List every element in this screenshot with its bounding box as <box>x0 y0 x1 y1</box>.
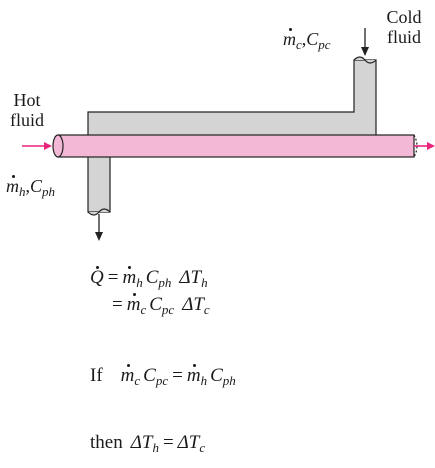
cold-comma: , <box>301 29 307 49</box>
cold-fluid-label-line1: Cold <box>386 7 422 27</box>
hot-specific-heat-symbol: C <box>210 365 223 386</box>
cold-specific-heat-symbol: C <box>149 294 162 315</box>
cold-mass-flow-subscript: c <box>140 302 147 317</box>
hot-mass-flow-subscript: h <box>19 184 26 199</box>
cold-specific-heat-symbol: C <box>306 29 319 49</box>
equals-sign: = <box>172 365 183 386</box>
hot-delta-t-subscript: h <box>152 440 159 455</box>
cold-specific-heat-subscript: pc <box>155 373 169 388</box>
hot-delta-t-subscript: h <box>201 275 208 290</box>
hot-specific-heat-symbol: C <box>145 267 159 288</box>
hot-specific-heat-subscript: ph <box>158 275 172 290</box>
hot-mass-flow-symbol: m <box>6 175 19 196</box>
hot-delta-t-symbol: ΔT <box>130 432 153 453</box>
shell-outlet-cut <box>87 208 111 216</box>
hot-specific-heat-symbol: C <box>30 176 43 196</box>
hot-specific-heat-subscript: ph <box>222 373 236 388</box>
cold-inlet-arrowhead <box>361 47 369 56</box>
hot-fluid-label-line1: Hot <box>13 90 41 110</box>
if-word: If <box>90 365 103 386</box>
cold-mass-flow-symbol: m <box>126 293 141 315</box>
cold-mass-flow-symbol: m <box>120 364 135 386</box>
cold-specific-heat-symbol: C <box>143 365 156 386</box>
tube-outlet-end <box>413 134 418 158</box>
hot-fluid-symbols: mh,Cph <box>6 175 56 199</box>
hot-outlet-arrowhead <box>427 142 435 150</box>
hot-inlet-arrowhead <box>44 142 52 150</box>
equals-sign: = <box>162 432 174 453</box>
cold-outlet-arrowhead <box>95 232 103 241</box>
cold-fluid-label: Cold fluid <box>380 7 428 47</box>
then-word: then <box>90 432 123 453</box>
hot-delta-t-symbol: ΔT <box>179 267 202 288</box>
cold-delta-t-symbol: ΔT <box>182 294 204 315</box>
hot-mass-flow-subscript: h <box>200 373 208 388</box>
cold-delta-t-symbol: ΔT <box>177 432 200 453</box>
hot-comma: , <box>25 176 31 196</box>
hot-specific-heat-subscript: ph <box>42 184 56 199</box>
cold-mass-flow-subscript: c <box>296 37 302 52</box>
cold-fluid-label-line2: fluid <box>387 27 421 47</box>
equals-sign: = <box>107 267 119 288</box>
hot-mass-flow-subscript: h <box>136 275 143 290</box>
cold-specific-heat-subscript: pc <box>161 302 175 317</box>
heat-rate-symbol: Q <box>90 266 104 288</box>
cold-specific-heat-subscript: pc <box>318 37 331 52</box>
hot-mass-flow-symbol: m <box>186 364 201 386</box>
cold-fluid-symbols: mc,Cpc <box>283 28 331 52</box>
equals-sign: = <box>112 294 123 315</box>
inner-tube <box>57 134 415 158</box>
cold-mass-flow-subscript: c <box>134 373 141 388</box>
cold-delta-t-subscript: c <box>203 302 210 317</box>
hot-fluid-label: Hot fluid <box>4 90 50 130</box>
cold-mass-flow-symbol: m <box>283 28 296 49</box>
tube-inlet-end <box>52 134 64 158</box>
hot-fluid-label-line2: fluid <box>10 110 44 130</box>
hot-mass-flow-symbol: m <box>122 266 137 288</box>
cold-inlet-cut <box>353 56 377 64</box>
cold-delta-t-subscript: c <box>199 440 206 455</box>
